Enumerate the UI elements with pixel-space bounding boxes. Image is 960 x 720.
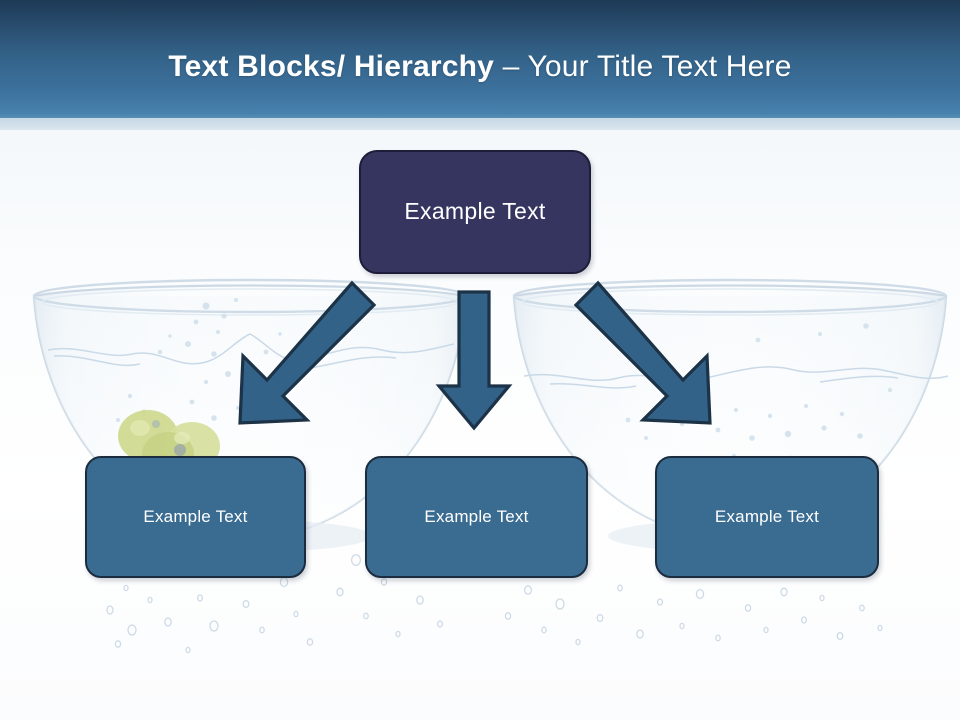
page-title-bold: Text Blocks/ Hierarchy xyxy=(168,50,503,83)
root-node-label: Example Text xyxy=(404,198,546,225)
header-band xyxy=(0,0,960,132)
child-node-box-3[interactable]: Example Text xyxy=(655,456,879,578)
page-title-light: – Your Title Text Here xyxy=(502,50,792,83)
child-node-label-2: Example Text xyxy=(424,506,529,526)
child-node-label-1: Example Text xyxy=(143,506,248,526)
child-node-label-3: Example Text xyxy=(714,506,820,526)
child-node-box-2[interactable]: Example Text xyxy=(365,456,588,578)
child-node-box-1[interactable]: Example Text xyxy=(85,456,306,578)
root-node-box[interactable]: Example Text xyxy=(359,150,591,274)
page-title: Text Blocks/ Hierarchy – Your Title Text… xyxy=(0,50,960,84)
